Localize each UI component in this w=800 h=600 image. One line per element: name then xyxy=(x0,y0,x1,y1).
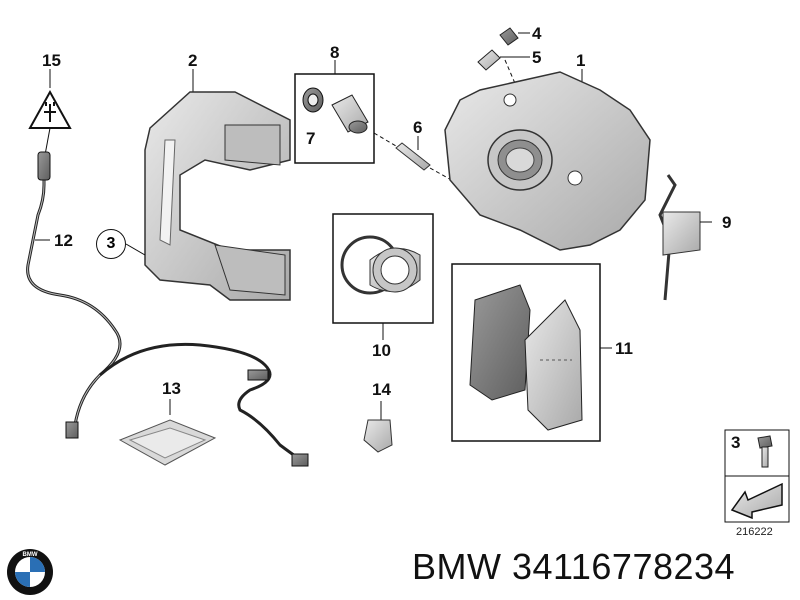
part-number-14: 14 xyxy=(372,380,391,399)
part-number-5: 5 xyxy=(532,48,542,67)
anti-rattle-spring xyxy=(658,174,712,301)
part-number-9: 9 xyxy=(722,213,732,232)
part-number-caption: BMW 34116778234 xyxy=(412,546,736,587)
brake-pads-box xyxy=(451,263,612,442)
part-number-4: 4 xyxy=(532,24,542,43)
retaining-clip xyxy=(363,401,393,453)
bmw-logo: BMW xyxy=(7,549,53,595)
part-number-15: 15 xyxy=(42,51,61,70)
bmw-logo-text: BMW xyxy=(23,552,38,558)
brake-caliper xyxy=(444,69,651,251)
caliper-carrier xyxy=(125,69,291,301)
arrow-icon xyxy=(730,482,783,520)
part-number-1: 1 xyxy=(576,51,586,70)
part-number-10: 10 xyxy=(372,341,391,360)
piston-seal-kit-box xyxy=(332,213,434,340)
diagram-code: 216222 xyxy=(736,526,773,538)
part-number-12: 12 xyxy=(54,231,73,250)
part-number-3-circle: 3 xyxy=(96,229,126,259)
guide-bushing-kit-box xyxy=(294,60,375,164)
part-number-11: 11 xyxy=(615,339,633,358)
part-number-2: 2 xyxy=(188,51,198,70)
part-number-6: 6 xyxy=(413,118,423,137)
part-number-13: 13 xyxy=(162,379,181,398)
grease-packet xyxy=(118,399,217,466)
part-number-3-box: 3 xyxy=(731,433,741,452)
wear-sensor-cable xyxy=(26,151,309,467)
warning-triangle-plug-icon xyxy=(28,69,72,156)
part-number-7: 7 xyxy=(306,129,316,148)
part-number-8: 8 xyxy=(330,43,340,62)
